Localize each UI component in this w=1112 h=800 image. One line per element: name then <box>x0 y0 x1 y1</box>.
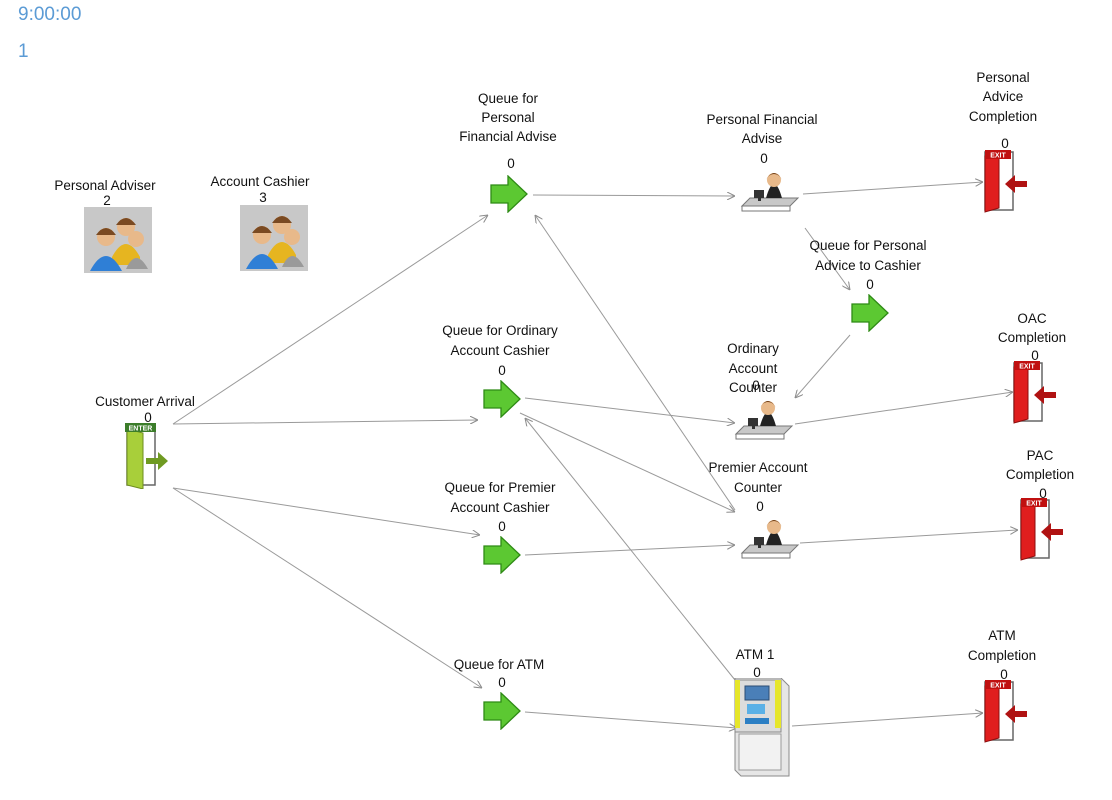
exit-label-line: PAC <box>1026 448 1054 463</box>
activity-count: 0 <box>752 378 760 393</box>
queue-count: 0 <box>498 675 506 690</box>
activity-count: 0 <box>756 499 764 514</box>
exit-label-line: Completion <box>997 330 1067 345</box>
link-arrival-to-oac-queue <box>172 420 478 425</box>
resource-count-personal-adviser: 2 <box>103 193 111 208</box>
service-desk-icon[interactable] <box>738 517 800 561</box>
queue-arrow-icon[interactable] <box>489 175 529 213</box>
service-desk-icon[interactable] <box>738 170 800 214</box>
link-cashier-queue-to-oac <box>795 334 851 398</box>
exit-door-icon[interactable]: EXIT <box>1010 361 1060 425</box>
queue-label-line: Queue for ATM <box>453 657 545 672</box>
resource-label-personal-adviser: Personal Adviser <box>54 178 156 193</box>
link-pfa-to-pa-exit <box>802 182 983 195</box>
exit-label-line: ATM <box>988 628 1016 643</box>
exit-door-icon[interactable]: EXIT <box>981 150 1031 214</box>
exit-count: 0 <box>1039 486 1047 501</box>
exit-label-line: Advice <box>982 89 1024 104</box>
queue-label-line: Account Cashier <box>450 500 550 515</box>
activity-count: 0 <box>753 665 761 680</box>
exit-count: 0 <box>1031 348 1039 363</box>
link-oac-queue-to-oac <box>524 397 735 423</box>
activity-label-line: Counter <box>733 480 783 495</box>
exit-sign-text: EXIT <box>1019 364 1035 371</box>
exit-label-line: Completion <box>1005 467 1075 482</box>
exit-sign-text: EXIT <box>990 153 1006 160</box>
atm-machine-icon[interactable] <box>733 678 793 778</box>
queue-arrow-icon[interactable] <box>482 692 522 730</box>
exit-count: 0 <box>1001 136 1009 151</box>
exit-label-line: Completion <box>967 648 1037 663</box>
queue-count: 0 <box>498 519 506 534</box>
exit-door-icon[interactable]: EXIT <box>981 680 1031 744</box>
activity-label-line: Account <box>728 361 778 376</box>
enter-door-icon[interactable]: ENTER <box>124 423 174 489</box>
exit-label-line: OAC <box>1017 311 1047 326</box>
link-atm-to-atm-exit <box>791 713 983 727</box>
queue-label-line: Personal <box>481 110 535 125</box>
queue-label-line: Queue for Premier <box>444 480 556 495</box>
exit-door-icon[interactable]: EXIT <box>1017 498 1067 562</box>
link-arrival-to-atm-queue <box>172 487 482 688</box>
link-atm-queue-to-atm <box>524 711 737 728</box>
queue-label-line: Account Cashier <box>450 343 550 358</box>
queue-arrow-icon[interactable] <box>482 380 522 418</box>
activity-label-line: Premier Account <box>708 460 808 475</box>
link-pac-to-pfa-queue <box>535 215 736 511</box>
activity-label-line: Counter <box>728 380 778 395</box>
queue-count: 0 <box>498 363 506 378</box>
queue-count: 0 <box>507 156 515 171</box>
link-pfa-to-cashier-queue <box>804 227 850 290</box>
activity-label-line: ATM 1 <box>735 647 775 662</box>
queue-count: 0 <box>866 277 874 292</box>
exit-sign-text: EXIT <box>990 683 1006 690</box>
queue-arrow-icon[interactable] <box>482 536 522 574</box>
resource-count-account-cashier: 3 <box>259 190 267 205</box>
link-pac-to-pac-exit <box>799 530 1018 544</box>
link-arrival-to-pfa-queue <box>172 215 488 425</box>
enter-sign-text: ENTER <box>129 426 153 433</box>
activity-count: 0 <box>760 151 768 166</box>
activity-label-line: Personal Financial <box>706 112 818 127</box>
service-desk-icon[interactable] <box>732 398 794 442</box>
exit-sign-text: EXIT <box>1026 501 1042 508</box>
queue-arrow-icon[interactable] <box>850 294 890 332</box>
resource-label-account-cashier: Account Cashier <box>210 174 310 189</box>
entry-count: 0 <box>144 410 152 425</box>
people-group-icon[interactable] <box>240 205 308 271</box>
link-pfa-queue-to-pfa <box>532 195 735 196</box>
entry-label: Customer Arrival <box>95 394 195 409</box>
exit-label-line: Personal <box>976 70 1030 85</box>
queue-label-line: Queue for Ordinary <box>442 323 558 338</box>
activity-label-line: Advise <box>741 131 783 146</box>
link-pac-queue-to-pac <box>524 545 735 556</box>
replication-number: 1 <box>18 41 29 62</box>
link-oac-to-oac-exit <box>794 392 1013 425</box>
queue-label-line: Advice to Cashier <box>815 258 921 273</box>
activity-label-line: Ordinary <box>727 341 779 356</box>
queue-label-line: Queue for <box>477 91 539 106</box>
people-group-icon[interactable] <box>84 207 152 273</box>
queue-label-line: Queue for Personal <box>809 238 927 253</box>
link-oac-to-pac <box>519 412 735 512</box>
exit-label-line: Completion <box>968 109 1038 124</box>
queue-label-line: Financial Advise <box>459 129 557 144</box>
link-arrival-to-pac-queue <box>172 487 480 535</box>
link-atm-to-oac-queue <box>525 418 736 681</box>
exit-count: 0 <box>1000 667 1008 682</box>
simulation-clock: 9:00:00 <box>18 4 82 25</box>
